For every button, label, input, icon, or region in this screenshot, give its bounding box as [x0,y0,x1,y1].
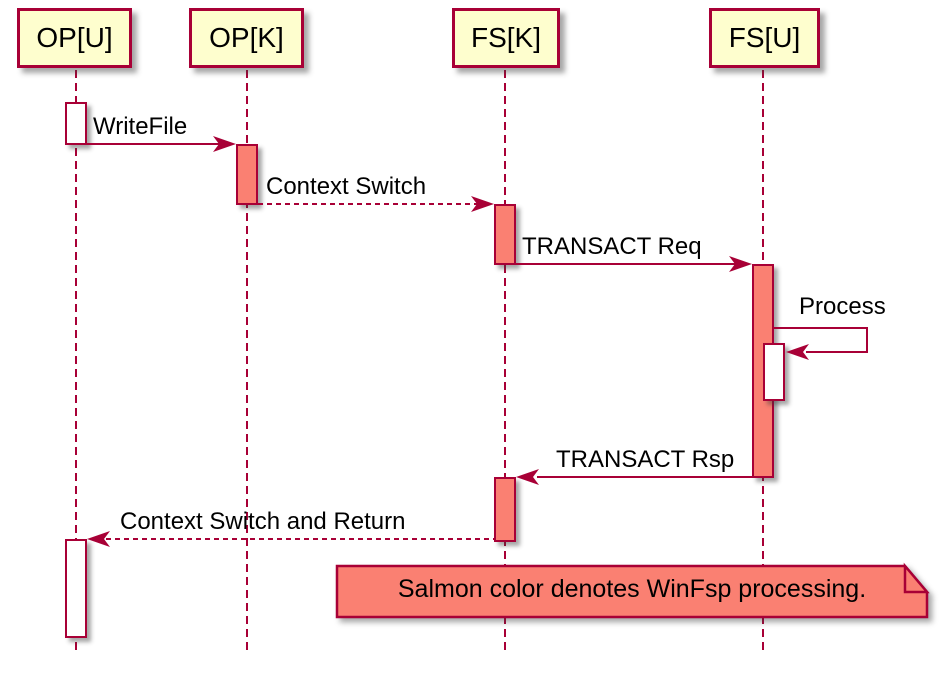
message-line-context-switch [258,203,488,205]
arrowhead-right-context-switch [471,196,494,212]
message-label-context-switch: Context Switch [266,173,427,200]
participant-fs-k: FS[K] [452,8,560,68]
note-fold-corner [903,562,930,594]
participant-op-u: OP[U] [17,8,132,68]
arrowhead-right-transact-req [729,256,752,272]
participant-op-k: OP[K] [189,8,304,68]
self-message-vertical-line [866,327,868,353]
lifeline-op-u [75,70,77,652]
participant-op-u-label: OP[U] [36,22,113,53]
message-label-transact-rsp: TRANSACT Rsp [556,446,735,473]
message-line-writefile [87,143,230,145]
self-message-top-line [774,327,868,329]
arrowhead-right-writefile [213,136,236,152]
message-label-process: Process [799,293,886,320]
message-label-context-switch-return: Context Switch and Return [120,508,406,535]
activation-op-u-1 [65,102,87,145]
note-text: Salmon color denotes WinFsp processing. [397,575,867,603]
message-label-transact-req: TRANSACT Req [522,233,702,260]
participant-fs-u: FS[U] [709,8,820,68]
self-message-bottom-line [806,351,868,353]
activation-fs-u-inner [763,343,785,401]
lifeline-op-k [246,70,248,652]
activation-fs-k-2 [494,477,516,542]
note-shape [330,558,945,633]
arrowhead-left-context-switch-return [87,531,110,547]
participant-fs-u-label: FS[U] [728,22,801,53]
message-line-transact-req [516,263,746,265]
message-line-transact-rsp [537,476,753,478]
arrowhead-left-process [786,344,809,360]
participant-op-k-label: OP[K] [209,22,284,53]
lifeline-fs-k [504,70,506,652]
activation-op-u-2 [65,539,87,638]
arrowhead-left-transact-rsp [516,469,539,485]
participant-fs-k-label: FS[K] [470,22,541,53]
activation-op-k [236,144,258,205]
message-line-context-switch-return [106,538,494,540]
activation-fs-k-1 [494,204,516,265]
message-label-writefile: WriteFile [93,113,188,140]
